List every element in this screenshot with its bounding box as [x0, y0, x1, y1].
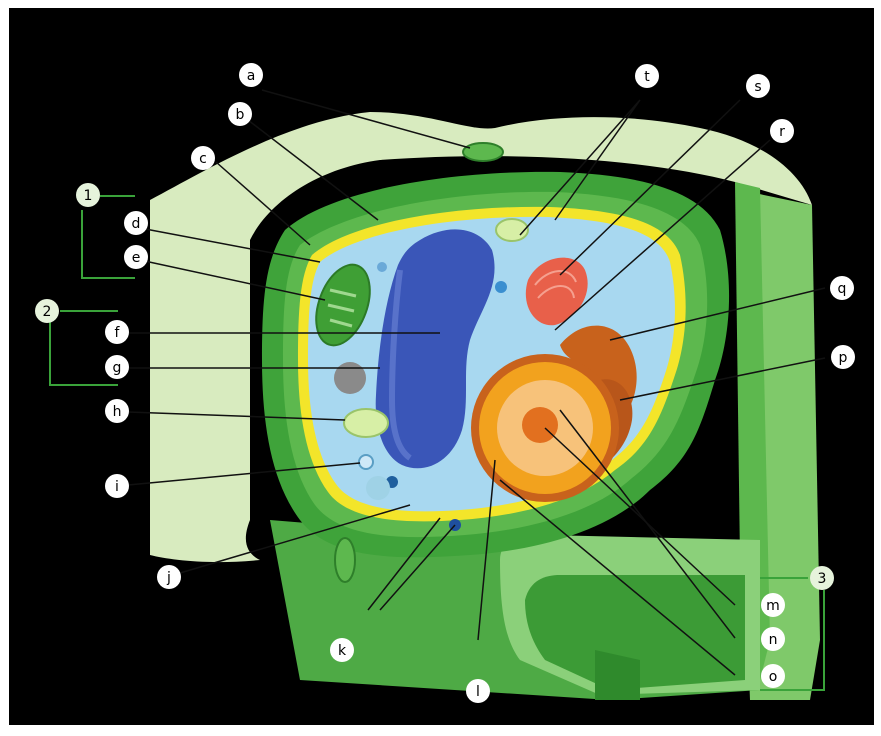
label-d: d [132, 216, 141, 232]
group-label-2: 2 [43, 304, 52, 320]
small-vesicle-top [495, 281, 507, 293]
mitochondrion-left [344, 409, 388, 437]
label-marker-g: g [105, 355, 129, 379]
label-t: t [644, 69, 650, 85]
group-marker-3: 3 [810, 566, 834, 590]
label-m: m [766, 598, 780, 614]
label-l: l [476, 684, 480, 700]
label-marker-p: p [831, 345, 855, 369]
vesicle-small [359, 455, 373, 469]
label-n: n [769, 632, 778, 648]
label-q: q [838, 281, 847, 297]
label-marker-d: d [124, 211, 148, 235]
label-marker-r: r [770, 119, 794, 143]
mitochondrion-top [496, 219, 528, 241]
label-marker-j: j [157, 565, 181, 589]
label-i: i [115, 479, 119, 495]
label-marker-m: m [761, 593, 785, 617]
label-b: b [236, 107, 245, 123]
label-marker-k: k [330, 638, 354, 662]
label-h: h [113, 404, 122, 420]
group-marker-2: 2 [35, 299, 59, 323]
vesicle-upper-left [377, 262, 387, 272]
nucleolus [522, 407, 558, 443]
label-marker-l: l [466, 679, 490, 703]
label-s: s [754, 79, 761, 95]
label-marker-a: a [239, 63, 263, 87]
label-marker-q: q [830, 276, 854, 300]
label-marker-f: f [105, 320, 129, 344]
label-marker-b: b [228, 102, 252, 126]
label-marker-n: n [761, 627, 785, 651]
label-p: p [839, 350, 848, 366]
label-r: r [779, 124, 785, 140]
plasmodesma-bottom [335, 538, 355, 582]
label-marker-i: i [105, 474, 129, 498]
label-o: o [769, 669, 778, 685]
group-marker-1: 1 [76, 183, 100, 207]
label-e: e [132, 250, 141, 266]
label-j: j [166, 570, 171, 586]
label-marker-c: c [191, 146, 215, 170]
label-marker-h: h [105, 399, 129, 423]
amyloplast [334, 362, 366, 394]
label-g: g [113, 360, 122, 376]
vesicle-large [366, 476, 390, 500]
label-marker-o: o [761, 664, 785, 688]
group-label-3: 3 [818, 571, 827, 587]
label-marker-s: s [746, 74, 770, 98]
label-c: c [199, 151, 207, 167]
plasmodesma-top [463, 143, 503, 161]
group-label-1: 1 [84, 188, 93, 204]
label-marker-t: t [635, 64, 659, 88]
label-a: a [247, 68, 256, 84]
label-marker-e: e [124, 245, 148, 269]
label-k: k [338, 643, 347, 659]
